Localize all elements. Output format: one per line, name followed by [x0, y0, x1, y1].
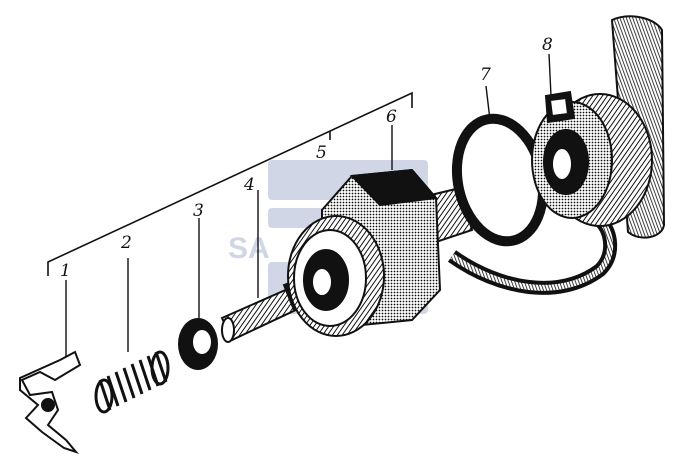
- watermark-text: SA: [228, 232, 270, 265]
- label-2: 2: [120, 233, 132, 253]
- label-4: 4: [243, 175, 255, 195]
- part-7-sealing-ring: [447, 113, 618, 295]
- part-1-spring-clip: [19, 350, 82, 455]
- label-5: 5: [316, 143, 327, 163]
- part-6-body: [287, 168, 474, 337]
- label-7: 7: [480, 65, 491, 85]
- leader-lines: [65, 53, 552, 356]
- grouping-line: [47, 91, 413, 276]
- part-2-spring: [94, 350, 170, 414]
- label-1: 1: [60, 261, 71, 281]
- label-3: 3: [193, 201, 204, 221]
- label-6: 6: [386, 107, 397, 127]
- label-8: 8: [542, 35, 553, 55]
- part-labels: 1 2 3 4 5 6 7 8: [60, 35, 553, 281]
- part-8-cap: [531, 15, 666, 239]
- part-3-washer: [178, 318, 218, 370]
